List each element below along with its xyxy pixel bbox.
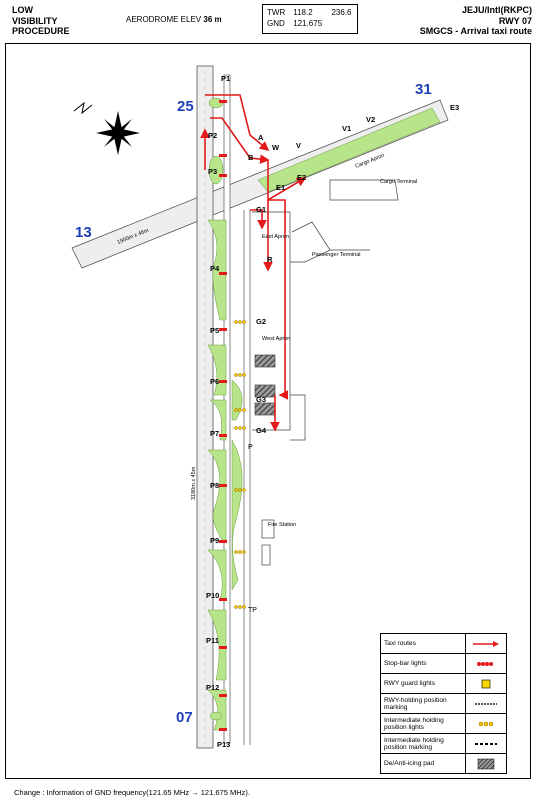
area-label: P — [248, 444, 253, 451]
frequency-box: TWR 118.2 236.6 GND 121.675 — [262, 4, 358, 34]
grass-area — [257, 107, 441, 193]
taxiway-label: P4 — [210, 264, 220, 273]
area-label: East Apron — [262, 234, 289, 240]
legend: Taxi routes Stop-bar lights RWY guard li… — [380, 633, 507, 774]
procedure-title: LOW VISIBILITY PROCEDURE — [12, 5, 92, 37]
legend-row: Taxi routes — [381, 634, 506, 654]
legend-row: Intermediate holding position lights — [381, 714, 506, 734]
chart-frame — [5, 43, 531, 779]
legend-label: Taxi routes — [384, 640, 416, 647]
area-label: Cargo Terminal — [380, 179, 417, 185]
freq-row-gnd: GND 121.675 — [267, 18, 353, 29]
legend-row: Intermediate holding position marking — [381, 734, 506, 754]
freq-row-twr: TWR 118.2 236.6 — [267, 7, 353, 18]
deicing-pad-icon — [465, 754, 506, 773]
change-note: Change : Information of GND frequency(12… — [14, 788, 250, 797]
taxiway-label: P10 — [206, 591, 219, 600]
legend-row: Stop-bar lights — [381, 654, 506, 674]
legend-row: RWY-holding position marking — [381, 694, 506, 714]
chart-subtitle: SMGCS - Arrival taxi route — [419, 26, 532, 36]
taxi-route-icon — [465, 634, 506, 653]
taxiway-label: G1 — [256, 205, 266, 214]
runway-dimensions: 3180m x 45m — [191, 466, 197, 500]
grass-areas — [207, 97, 243, 731]
runway-end-label: 25 — [177, 98, 194, 115]
taxiway-label: P1 — [221, 74, 230, 83]
taxiway-label: A — [258, 133, 264, 142]
taxiway-label: B — [248, 153, 254, 162]
runway-end-label: 07 — [176, 709, 193, 726]
title-line: VISIBILITY — [12, 15, 58, 26]
taxiway-label: E3 — [450, 103, 459, 112]
elev-label: AERODROME ELEV — [126, 15, 202, 24]
taxiway-label: P2 — [208, 131, 217, 140]
taxiway-label: P12 — [206, 683, 219, 692]
taxiway-label: V2 — [366, 115, 375, 124]
taxiway-label: P8 — [210, 481, 219, 490]
area-label: Passenger Terminal — [312, 252, 361, 258]
north-arrow-icon — [73, 101, 140, 155]
taxiway-label: E2 — [297, 173, 306, 182]
title-line: PROCEDURE — [12, 26, 70, 36]
stop-bar-icon — [465, 654, 506, 673]
taxiway-label: P3 — [208, 167, 217, 176]
taxiway-label: P13 — [217, 740, 230, 749]
runway-end-label: 13 — [75, 224, 92, 241]
freq-value: 118.2 — [293, 8, 313, 17]
legend-row: RWY guard lights — [381, 674, 506, 694]
legend-label: RWY guard lights — [384, 680, 436, 687]
legend-label: De/Anti-icing pad — [384, 760, 435, 767]
area-label: TP — [248, 607, 257, 614]
area-label: West Apron — [262, 336, 290, 342]
taxiway-label: P7 — [210, 429, 219, 438]
freq-value: 236.6 — [331, 8, 352, 17]
area-label: Fire Station — [268, 522, 296, 528]
holding-marking-icon — [465, 694, 506, 713]
intermediate-marking-icon — [465, 734, 506, 753]
taxiway-label: P9 — [210, 536, 219, 545]
legend-label: Stop-bar lights — [384, 660, 427, 667]
taxiway-label: G2 — [256, 317, 266, 326]
legend-label: Intermediate holding position marking — [384, 736, 444, 751]
runway-id: RWY 07 — [498, 15, 532, 26]
taxiway-label: G3 — [256, 395, 266, 404]
title-line: LOW — [12, 5, 33, 15]
intermediate-holding-lights — [234, 320, 246, 609]
airport-name: JEJU/Intl(RKPC) — [461, 5, 532, 15]
taxiway-label: V1 — [342, 124, 351, 133]
taxiway-label: G4 — [256, 426, 267, 435]
stop-bar-lights — [219, 100, 227, 731]
legend-label: RWY-holding position marking — [384, 696, 447, 711]
freq-value: 121.675 — [293, 19, 323, 28]
legend-row: De/Anti-icing pad — [381, 754, 506, 773]
taxiway-label: W — [272, 143, 280, 152]
legend-label: Intermediate holding position lights — [384, 716, 444, 731]
intermediate-lights-icon — [465, 714, 506, 733]
elev-value: 36 m — [203, 15, 222, 24]
freq-name: TWR — [267, 8, 286, 17]
freq-name: GND — [267, 19, 285, 28]
aerodrome-elevation: AERODROME ELEV 36 m — [126, 15, 222, 26]
taxiway-label: R — [267, 255, 273, 264]
rwy-guard-icon — [465, 674, 506, 693]
taxiway-label: V — [296, 141, 301, 150]
taxi-route — [200, 94, 307, 432]
taxiway-label: E1 — [276, 183, 285, 192]
taxiway-label: P5 — [210, 326, 219, 335]
runway-end-label: 31 — [415, 81, 432, 98]
chart-id: JEJU/Intl(RKPC) RWY 07 SMGCS - Arrival t… — [420, 5, 532, 37]
taxiway-label: P11 — [206, 636, 219, 645]
taxiway-label: P6 — [210, 377, 219, 386]
